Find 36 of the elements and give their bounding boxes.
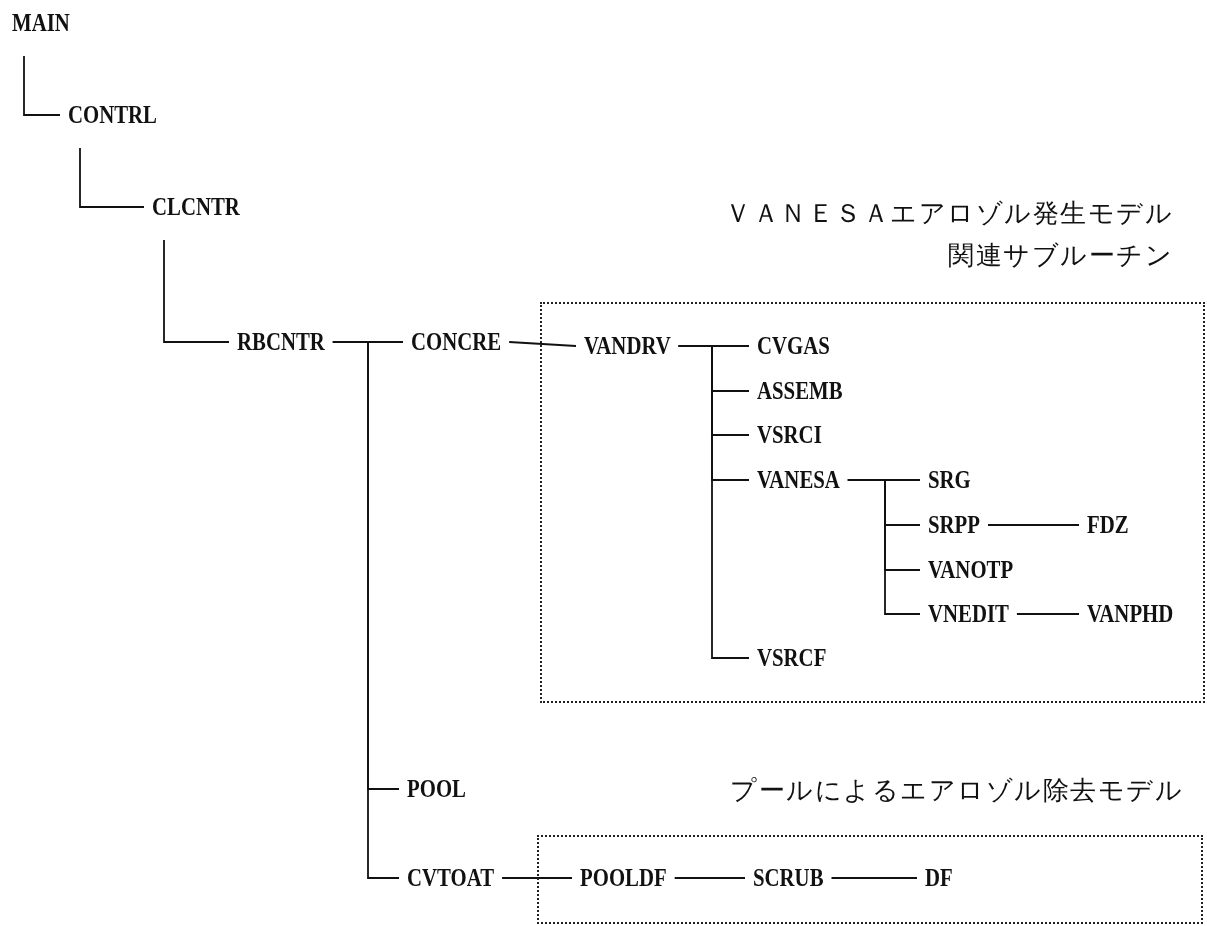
connector-line <box>673 877 746 879</box>
subroutine-name: CONCRE <box>411 329 502 355</box>
subroutine-name: CONTRL <box>68 102 157 128</box>
connector-line <box>830 877 918 879</box>
subroutine-name: DF <box>925 865 953 891</box>
connector-line <box>331 341 400 879</box>
connector-line <box>1016 613 1080 615</box>
connector-line <box>846 479 921 615</box>
subroutine-name: RBCNTR <box>237 329 325 355</box>
subroutine-name: VANDRV <box>584 333 671 359</box>
subroutine-name: VANPHD <box>1087 601 1174 627</box>
connector-line <box>23 55 61 116</box>
connector-line <box>163 239 230 343</box>
subroutine-name: SCRUB <box>753 865 824 891</box>
subroutine-name: SRG <box>928 467 971 493</box>
connector-line <box>501 877 573 879</box>
subroutine-name: CLCNTR <box>152 194 240 220</box>
group-heading: プールによるエアロゾル除去モデル <box>729 775 1183 807</box>
connector-line <box>508 341 577 347</box>
subroutine-name: CVGAS <box>757 333 830 359</box>
connector-line <box>987 524 1080 526</box>
connector-line <box>79 147 145 208</box>
subroutine-name: VSRCF <box>757 645 827 671</box>
subroutine-name: CVTOAT <box>407 865 495 891</box>
subroutine-name: ASSEMB <box>757 378 843 404</box>
subroutine-name: SRPP <box>928 512 980 538</box>
subroutine-name: POOLDF <box>580 865 667 891</box>
subroutine-name: POOL <box>407 776 466 802</box>
subroutine-name: MAIN <box>12 10 70 36</box>
subroutine-name: VANESA <box>757 467 840 493</box>
connector-line <box>677 345 750 659</box>
subroutine-name: VSRCI <box>757 422 822 448</box>
subroutine-name: VANOTP <box>928 557 1014 583</box>
group-heading: ＶＡＮＥＳＡエアロゾル発生モデル関連サブルーチン <box>724 198 1173 272</box>
subroutine-name: FDZ <box>1087 512 1129 538</box>
subroutine-name: VNEDIT <box>928 601 1009 627</box>
